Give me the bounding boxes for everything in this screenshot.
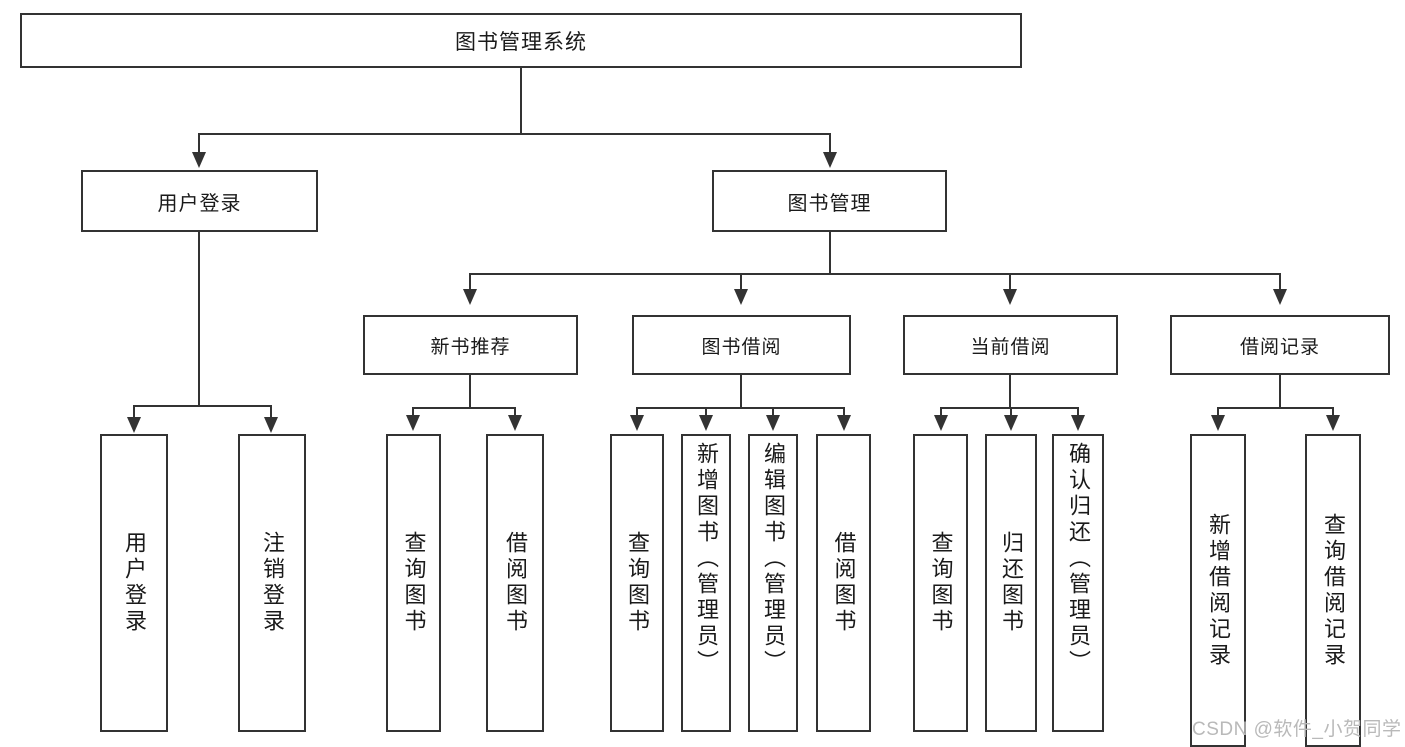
leaf-label: 借阅图书 [831,531,857,635]
node-book-manage[interactable]: 图书管理 [712,170,947,232]
arrow-down-icon [463,289,477,305]
node-label: 当前借阅 [970,336,1051,358]
connector-bb-c1 [636,407,638,417]
node-book-borrow[interactable]: 图书借阅 [632,315,851,375]
node-label: 图书借阅 [701,336,782,358]
arrow-down-icon [127,417,141,433]
leaf-query-book-borrow[interactable]: 查询图书 [610,434,664,732]
connector-user-login-stem [198,232,200,407]
arrow-down-icon [1211,415,1225,431]
leaf-return-book[interactable]: 归还图书 [985,434,1037,732]
arrow-down-icon [837,415,851,431]
node-label: 用户登录 [157,192,242,215]
leaf-label: 查询借阅记录 [1320,512,1346,669]
connector-book-manage-stem [829,232,831,275]
connector-book-manage-bus [469,273,1281,275]
arrow-down-icon [508,415,522,431]
leaf-label: 确认归还（管理员） [1065,442,1091,676]
connector-root-stem [520,68,522,134]
leaf-add-book-admin[interactable]: 新增图书（管理员） [681,434,731,732]
leaf-query-book-current[interactable]: 查询图书 [913,434,968,732]
leaf-label: 新增借阅记录 [1205,512,1231,669]
node-label: 借阅记录 [1239,336,1320,358]
node-new-book-recommend[interactable]: 新书推荐 [363,315,578,375]
arrow-down-icon [1326,415,1340,431]
leaf-user-logout[interactable]: 注销登录 [238,434,306,732]
arrow-down-icon [1071,415,1085,431]
arrow-down-icon [699,415,713,431]
leaf-label: 新增图书（管理员） [693,442,719,676]
arrow-down-icon [766,415,780,431]
arrow-down-icon [823,152,837,168]
leaf-label: 归还图书 [998,531,1024,635]
node-current-borrow[interactable]: 当前借阅 [903,315,1118,375]
leaf-label: 查询图书 [401,531,427,635]
leaf-borrow-book[interactable]: 借阅图书 [816,434,871,732]
arrow-down-icon [192,152,206,168]
connector-br-stem [1279,375,1281,409]
arrow-down-icon [1004,415,1018,431]
connector-user-login-right [270,405,272,419]
connector-bm-to-borrow-record [1279,273,1281,291]
connector-bb-c2 [705,407,707,417]
node-borrow-record[interactable]: 借阅记录 [1170,315,1390,375]
connector-cb-c1 [940,407,942,417]
node-label: 新书推荐 [430,336,511,358]
arrow-down-icon [734,289,748,305]
leaf-confirm-return-admin[interactable]: 确认归还（管理员） [1052,434,1104,732]
connector-nbr-c1 [412,407,414,417]
connector-br-bus [1217,407,1333,409]
arrow-down-icon [934,415,948,431]
connector-bb-stem [740,375,742,409]
connector-bb-c4 [843,407,845,417]
node-label: 图书管理 [787,192,872,215]
leaf-add-borrow-record[interactable]: 新增借阅记录 [1190,434,1246,747]
leaf-label: 编辑图书（管理员） [760,442,786,676]
leaf-user-login[interactable]: 用户登录 [100,434,168,732]
arrow-down-icon [630,415,644,431]
arrow-down-icon [1003,289,1017,305]
node-label: 图书管理系统 [455,30,587,54]
arrow-down-icon [1273,289,1287,305]
leaf-query-book-recommend[interactable]: 查询图书 [386,434,441,732]
leaf-edit-book-admin[interactable]: 编辑图书（管理员） [748,434,798,732]
connector-root-to-user-login [198,133,200,155]
connector-bm-to-book-borrow [740,273,742,291]
connector-user-login-bus [133,405,271,407]
connector-bm-to-new-book-rec [469,273,471,291]
connector-br-c1 [1217,407,1219,417]
connector-root-to-book-manage [829,133,831,155]
connector-nbr-bus [412,407,515,409]
leaf-label: 注销登录 [259,531,285,635]
connector-nbr-stem [469,375,471,409]
arrow-down-icon [264,417,278,433]
connector-bb-c3 [772,407,774,417]
leaf-label: 查询图书 [928,531,954,635]
node-root-system[interactable]: 图书管理系统 [20,13,1022,68]
connector-bb-bus [636,407,844,409]
connector-user-login-left [133,405,135,419]
leaf-borrow-book-recommend[interactable]: 借阅图书 [486,434,544,732]
leaf-query-borrow-record[interactable]: 查询借阅记录 [1305,434,1361,747]
leaf-label: 查询图书 [624,531,650,635]
connector-br-c2 [1332,407,1334,417]
connector-root-bus [198,133,830,135]
connector-cb-bus [940,407,1078,409]
node-user-login[interactable]: 用户登录 [81,170,318,232]
connector-cb-c2 [1010,407,1012,417]
connector-cb-stem [1009,375,1011,409]
arrow-down-icon [406,415,420,431]
leaf-label: 用户登录 [121,531,147,635]
leaf-label: 借阅图书 [502,531,528,635]
connector-bm-to-current-borrow [1009,273,1011,291]
connector-nbr-c2 [514,407,516,417]
connector-cb-c3 [1077,407,1079,417]
